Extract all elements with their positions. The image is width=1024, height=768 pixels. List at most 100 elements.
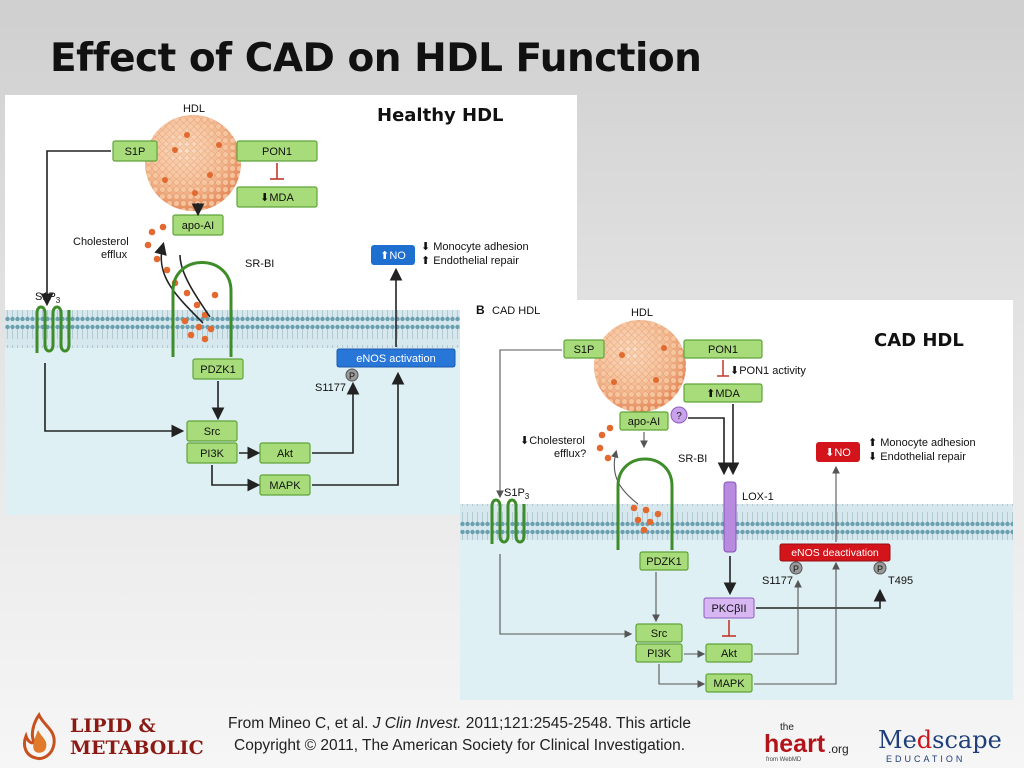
s1177-label: S1177 — [315, 382, 346, 394]
medscape-education-logo: Medscape EDUCATION — [878, 726, 1002, 766]
pdzk1-label: PDZK1 — [646, 556, 681, 568]
journal-name: J Clin Invest. — [372, 715, 462, 732]
s1p3-receptor — [490, 498, 526, 544]
s1p-box — [112, 140, 158, 162]
efflux-label: efflux — [101, 249, 128, 261]
mapk-label: MAPK — [269, 480, 301, 492]
s1p3-receptor — [35, 305, 71, 353]
panel-letter: B — [476, 303, 485, 317]
endothelial-repair: ⬆ Endothelial repair — [421, 255, 519, 267]
medscape-d: d — [916, 726, 933, 754]
phospho-circle-s1177 — [789, 561, 803, 575]
srbi-receptor — [171, 261, 233, 357]
phospho-label-s1177: P — [793, 564, 799, 574]
cad-hdl-heading: CAD HDL — [874, 330, 964, 351]
s1p3-label: S1P3 — [35, 291, 61, 305]
pi3k-box — [635, 643, 683, 663]
hdl-label: HDL — [183, 103, 205, 115]
medscape-wordmark: Medscape — [878, 726, 1002, 754]
mda-box — [236, 186, 318, 208]
pkc-box — [703, 597, 755, 619]
cholesterol-droplets — [596, 424, 662, 534]
src-label: Src — [204, 426, 221, 438]
akt-label: Akt — [721, 648, 737, 660]
no-box — [371, 245, 415, 265]
medscape-rest: scape — [932, 726, 1002, 754]
pon1-box — [683, 339, 763, 359]
t495-label: T495 — [888, 575, 913, 587]
lox1-label: LOX-1 — [742, 491, 774, 503]
pon1-label: PON1 — [262, 146, 292, 158]
question-mark: ? — [676, 411, 682, 422]
pdzk1-box — [192, 358, 244, 380]
s1p3-label: S1P3 — [504, 487, 530, 501]
heart-word: heart — [764, 730, 826, 758]
efflux-label: efflux? — [554, 448, 586, 460]
citation-pre: From Mineo C, et al. — [228, 715, 373, 732]
srbi-label: SR-BI — [678, 453, 707, 465]
s1p-label: S1P — [574, 344, 595, 356]
monocyte-adhesion: ⬇ Monocyte adhesion — [421, 241, 529, 253]
enos-deactivation-box — [779, 543, 891, 562]
src-label: Src — [651, 628, 668, 640]
citation-line1: From Mineo C, et al. J Clin Invest. 2011… — [228, 713, 788, 735]
no-label: NO — [389, 250, 406, 262]
srbi-receptor — [616, 457, 674, 550]
lox1-receptor — [723, 481, 737, 553]
cholesterol-label: Cholesterol — [73, 236, 129, 248]
lipid-line2: METABOLIC — [70, 737, 204, 759]
mda-text: ⬆MDA — [706, 388, 740, 400]
s1p3-sub: 3 — [56, 296, 61, 305]
mapk-box — [705, 673, 753, 693]
pi3k-box — [186, 442, 238, 464]
endothelial-repair: ⬇ Endothelial repair — [868, 451, 966, 463]
no-arrow: ⬆ — [380, 250, 389, 262]
hdl-particle — [594, 320, 686, 412]
phospho-circle — [345, 368, 359, 382]
no-text: ⬇NO — [825, 447, 851, 459]
mapk-label: MAPK — [713, 678, 745, 690]
copyright-line: Copyright © 2011, The American Society f… — [234, 737, 686, 754]
pkc-label: PKCβII — [711, 603, 746, 615]
no-box — [816, 442, 860, 462]
pi3k-label: PI3K — [200, 448, 225, 460]
akt-box — [705, 643, 753, 663]
enos-deactivation-label: eNOS deactivation — [791, 547, 879, 559]
mda-arrow: ⬇ — [260, 192, 269, 204]
src-box — [635, 623, 683, 643]
srbi-label: SR-BI — [245, 258, 274, 270]
citation: From Mineo C, et al. J Clin Invest. 2011… — [228, 713, 788, 757]
pon1-box — [236, 140, 318, 162]
cholesterol-label: ⬇Cholesterol — [520, 435, 585, 447]
heart-from: from WebMD — [766, 757, 802, 763]
akt-label: Akt — [277, 448, 293, 460]
cad-hdl-panel: B CAD HDL CAD HDL HDL S1P PON1 ⬇PON1 act… — [460, 300, 1013, 700]
slide-title: Effect of CAD on HDL Function — [50, 36, 702, 81]
medscape-education: EDUCATION — [886, 754, 966, 764]
citation-post: 2011;121:2545-2548. This article — [461, 715, 691, 732]
phospho-circle-t495 — [873, 561, 887, 575]
pon1-activity: ⬇PON1 activity — [730, 365, 806, 377]
no-text: ⬆NO — [380, 250, 406, 262]
pon1-label: PON1 — [708, 344, 738, 356]
no-arrow: ⬇ — [825, 447, 834, 459]
apoai-box — [619, 411, 669, 431]
no-label: NO — [834, 447, 851, 459]
theheart-org-logo: the heart .org from WebMD — [762, 722, 862, 766]
mda-label: MDA — [715, 388, 740, 400]
pi3k-label: PI3K — [647, 648, 672, 660]
enos-activation-box — [336, 348, 456, 368]
lipid-metabolic-logo: LIPID & METABOLIC — [12, 712, 212, 762]
heart-org: .org — [828, 742, 849, 756]
mda-arrow: ⬆ — [706, 388, 715, 400]
pdzk1-box — [639, 551, 689, 571]
phospho-label: P — [349, 371, 355, 381]
cytoplasm — [460, 538, 1013, 700]
mda-label: MDA — [269, 192, 294, 204]
mda-text: ⬇MDA — [260, 192, 294, 204]
mda-box — [683, 383, 763, 403]
s1p-label: S1P — [125, 146, 146, 158]
s1p-box — [563, 339, 605, 359]
apoai-label: apo-AI — [182, 220, 214, 232]
phospho-label-t495: P — [877, 564, 883, 574]
